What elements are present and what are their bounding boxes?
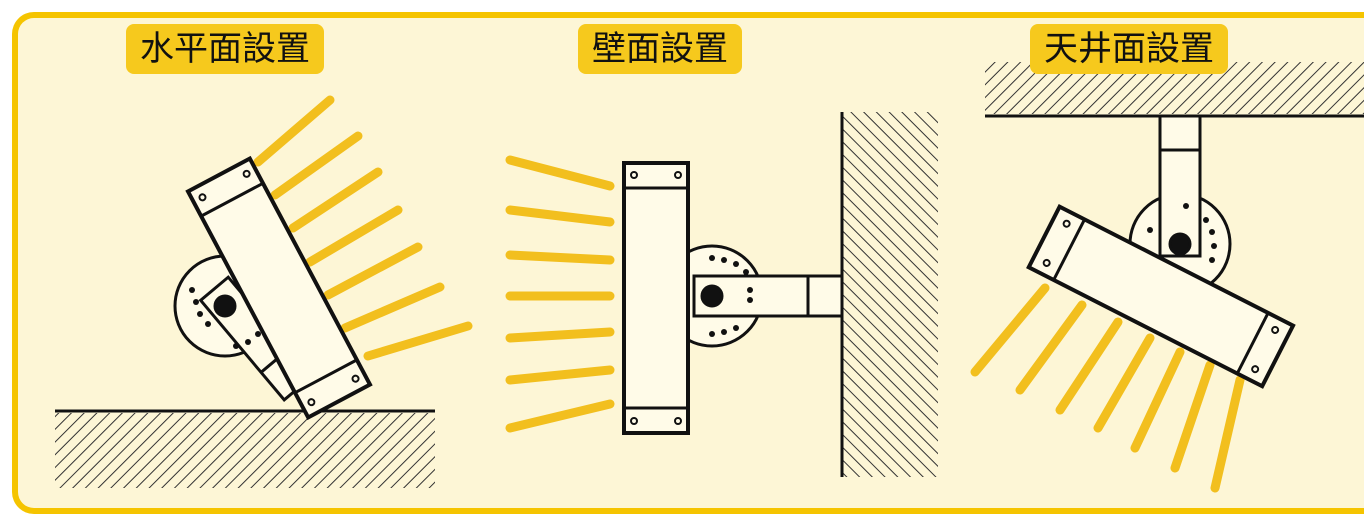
ceiling-installation-scene — [970, 62, 1364, 493]
horizontal-installation-scene — [55, 95, 473, 488]
floodlight-fixture-wall — [622, 161, 690, 435]
floodlight-fixture-ceiling — [1026, 203, 1296, 389]
floor-hatch — [55, 413, 435, 488]
wall-hatch — [842, 112, 938, 477]
label-wall-installation: 壁面設置 — [578, 24, 742, 74]
light-rays-horizontal — [253, 95, 473, 361]
label-ceiling-installation: 天井面設置 — [1030, 24, 1228, 74]
wall-installation-scene — [505, 112, 938, 477]
light-rays-ceiling — [970, 283, 1245, 493]
light-rays-wall — [505, 155, 615, 433]
label-horizontal-installation: 水平面設置 — [126, 24, 324, 74]
floodlight-fixture-horizontal — [185, 155, 373, 421]
